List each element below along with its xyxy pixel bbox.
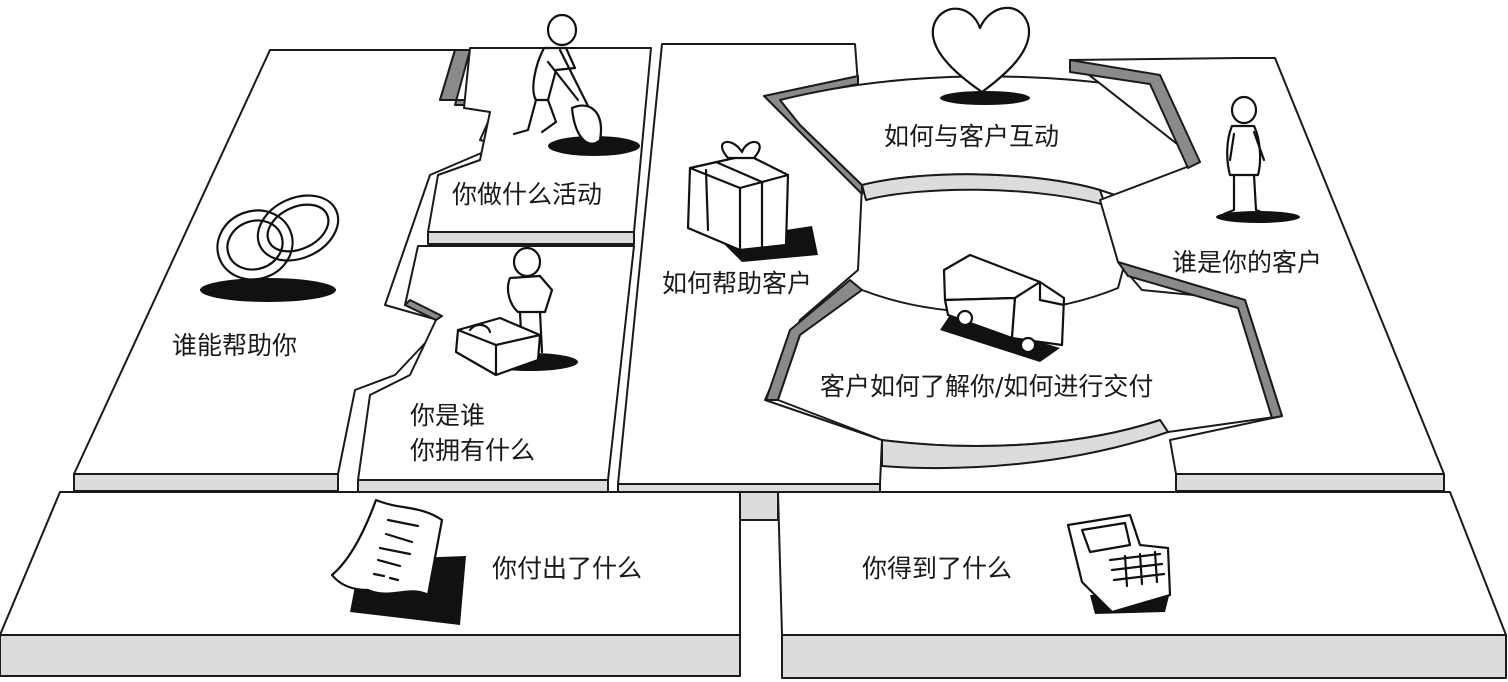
block-relationships: 如何与客户互动 xyxy=(763,6,1201,206)
resources-label-line1: 你是谁 xyxy=(410,401,485,430)
person-with-box-icon xyxy=(454,246,578,377)
block-partners: 谁能帮助你 xyxy=(73,49,501,492)
segments-label: 谁是你的客户 xyxy=(1172,248,1322,277)
standing-person-icon xyxy=(1216,95,1300,223)
block-value: 如何帮助客户 xyxy=(617,43,883,493)
block-channels: 客户如何了解你/如何进行交付 xyxy=(765,253,1283,470)
partners-label: 谁能帮助你 xyxy=(172,331,297,360)
costs-label: 你付出了什么 xyxy=(492,554,642,583)
block-segments: 谁是你的客户 xyxy=(1069,57,1445,492)
channels-label: 客户如何了解你/如何进行交付 xyxy=(820,372,1153,401)
value-label: 如何帮助客户 xyxy=(662,269,812,298)
center-gap xyxy=(739,491,779,521)
receipt-paper-icon xyxy=(330,498,466,625)
cash-register-icon xyxy=(1066,513,1172,614)
block-revenue: 你得到了什么 xyxy=(777,491,1507,679)
heart-icon xyxy=(931,6,1031,105)
interlocked-rings-icon xyxy=(200,194,340,302)
block-costs: 你付出了什么 xyxy=(0,491,741,677)
digging-person-icon xyxy=(512,13,640,156)
activities-label: 你做什么活动 xyxy=(452,180,602,209)
delivery-truck-icon xyxy=(940,253,1066,362)
resources-label-line2: 你拥有什么 xyxy=(410,436,535,465)
gift-box-icon xyxy=(686,141,818,262)
block-resources: 你是谁 你拥有什么 xyxy=(357,245,635,493)
block-activities: 你做什么活动 xyxy=(427,13,652,245)
revenue-label: 你得到了什么 xyxy=(862,554,1012,583)
relationships-label: 如何与客户互动 xyxy=(884,122,1059,151)
